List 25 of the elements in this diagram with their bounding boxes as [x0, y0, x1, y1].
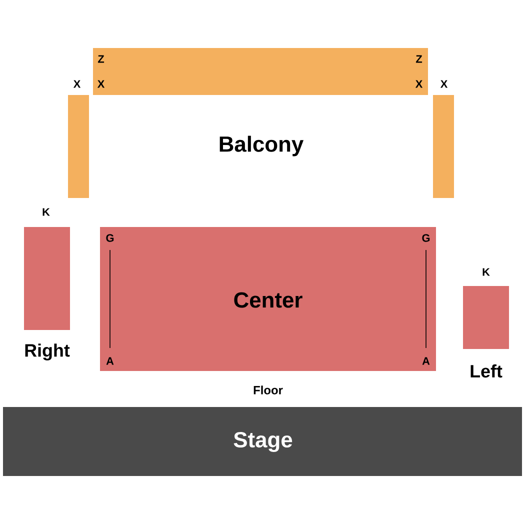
balcony-section [433, 80, 454, 198]
area-label: Floor [254, 386, 283, 394]
seating-section [24, 208, 70, 360]
row-letter: X [73, 80, 81, 88]
stage [3, 407, 522, 476]
row-letter: X [97, 80, 105, 88]
row-letter: A [422, 357, 430, 365]
section-name: Stage [234, 432, 292, 452]
row-letter: A [106, 357, 114, 365]
row-letter: K [482, 268, 490, 276]
row-letter: G [106, 234, 114, 242]
row-letter: X [415, 80, 423, 88]
seating-section [463, 268, 509, 378]
row-letter: Z [98, 55, 104, 63]
section-name: Balcony [220, 136, 304, 156]
row-letter: G [422, 234, 430, 242]
balcony-section [68, 80, 89, 198]
row-letter: K [42, 208, 50, 216]
section-name: Center [234, 292, 302, 308]
row-letter: X [440, 80, 448, 88]
balcony-section [93, 48, 428, 95]
row-letter: Z [416, 55, 422, 63]
section-name: Left [470, 364, 502, 378]
section-name: Right [25, 344, 70, 360]
seating-section [100, 227, 436, 371]
